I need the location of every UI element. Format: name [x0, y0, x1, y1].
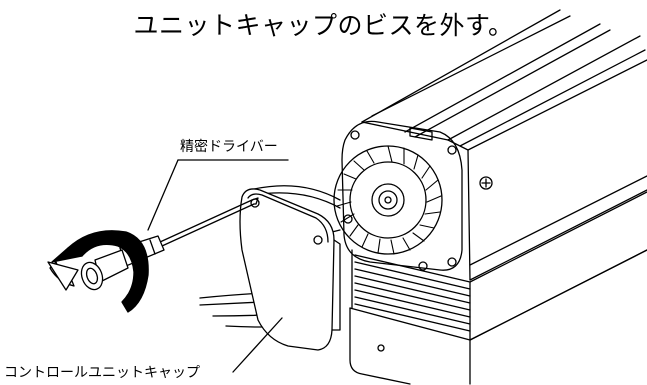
instruction-title: ユニットキャップのビスを外す。 — [133, 11, 514, 40]
unit-body — [361, 9, 647, 281]
base-rail — [349, 249, 647, 385]
screwdriver-label: 精密ドライバー — [180, 139, 278, 155]
rotation-arrow — [47, 230, 149, 313]
control-unit-cap — [232, 188, 341, 373]
heat-sink — [351, 191, 647, 341]
end-frame — [341, 120, 463, 271]
cap-label: コントロールユニットキャップ — [4, 365, 200, 381]
